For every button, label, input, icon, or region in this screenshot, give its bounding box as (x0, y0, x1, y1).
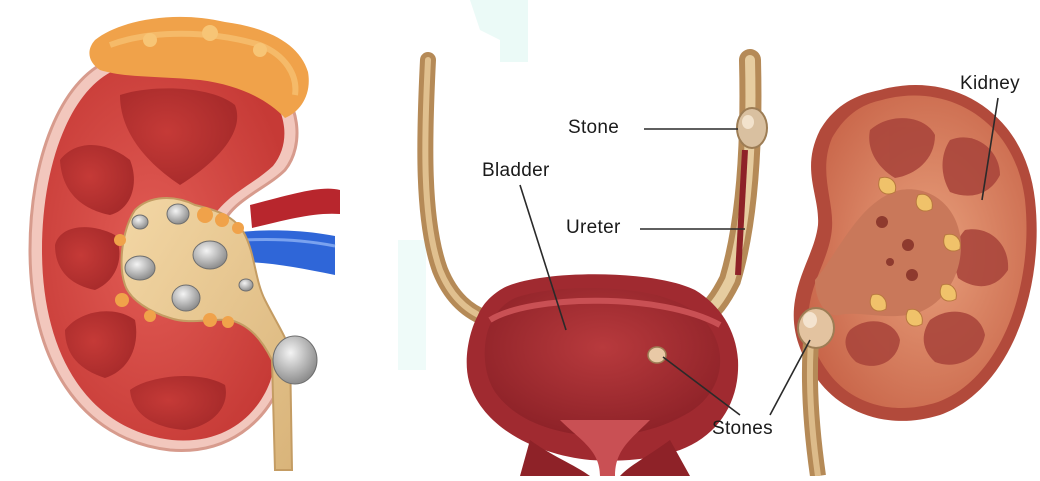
left-ureter (425, 60, 485, 318)
label-stone: Stone (568, 117, 619, 139)
label-stones: Stones (712, 418, 773, 440)
pelvis-stone (798, 308, 834, 348)
stone (239, 279, 253, 291)
right-kidney-cross-section (794, 85, 1037, 476)
stone (132, 215, 148, 229)
label-bladder: Bladder (482, 160, 550, 182)
stone (125, 256, 155, 280)
label-ureter: Ureter (566, 217, 621, 239)
stone (193, 241, 227, 269)
label-kidney: Kidney (960, 73, 1020, 95)
renal-artery (250, 189, 340, 228)
stone (273, 336, 317, 384)
ureter-stone (737, 108, 767, 148)
left-kidney-cross-section (30, 17, 340, 470)
stone (172, 285, 200, 311)
bladder-stone (648, 347, 666, 363)
stone (167, 204, 189, 224)
